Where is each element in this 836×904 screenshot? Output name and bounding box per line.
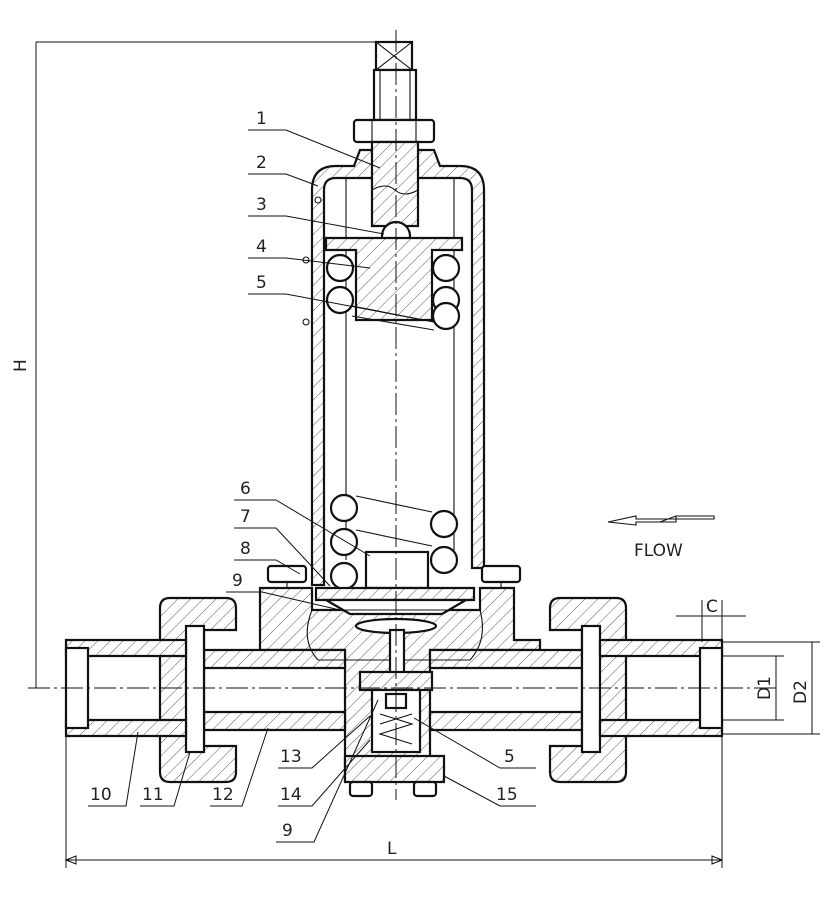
left-union-nut bbox=[158, 596, 238, 784]
callout-1: 1 bbox=[256, 109, 267, 129]
callout-4: 4 bbox=[256, 237, 267, 257]
upper-spring-plate bbox=[324, 236, 464, 322]
callout-labels: 1 2 3 4 5 6 7 8 9 10 11 12 13 14 5 15 9 bbox=[90, 109, 518, 841]
dimension-C: C bbox=[706, 597, 718, 617]
callout-2: 2 bbox=[256, 153, 267, 173]
callout-leaders bbox=[88, 129, 536, 843]
callout-15: 15 bbox=[496, 785, 518, 805]
lower-spring-plate bbox=[314, 550, 476, 602]
callout-12: 12 bbox=[212, 785, 234, 805]
right-pipe bbox=[598, 638, 724, 738]
callout-6: 6 bbox=[240, 479, 251, 499]
callout-8: 8 bbox=[240, 539, 251, 559]
dimension-H: H bbox=[11, 359, 31, 372]
flange-bolts bbox=[266, 564, 522, 600]
callout-13: 13 bbox=[280, 747, 302, 767]
flow-arrow bbox=[607, 515, 715, 526]
right-union-nut bbox=[548, 596, 628, 784]
callout-9-lower: 9 bbox=[282, 821, 293, 841]
callout-5-upper: 5 bbox=[256, 273, 267, 293]
callout-10: 10 bbox=[90, 785, 112, 805]
dimension-L: L bbox=[387, 839, 397, 859]
dimension-D2: D2 bbox=[791, 680, 811, 704]
valve-cartridge bbox=[343, 628, 446, 798]
callout-14: 14 bbox=[280, 785, 302, 805]
callout-9-upper: 9 bbox=[232, 571, 243, 591]
callout-5-lower: 5 bbox=[504, 747, 515, 767]
dimension-D1: D1 bbox=[755, 676, 775, 700]
callout-3: 3 bbox=[256, 195, 267, 215]
callout-7: 7 bbox=[240, 507, 251, 527]
upper-spring bbox=[325, 253, 461, 331]
adjusting-screw bbox=[352, 40, 436, 228]
lower-spring bbox=[329, 493, 459, 591]
dimension-lines bbox=[35, 41, 820, 868]
flow-label: FLOW bbox=[634, 541, 683, 561]
callout-11: 11 bbox=[142, 785, 164, 805]
